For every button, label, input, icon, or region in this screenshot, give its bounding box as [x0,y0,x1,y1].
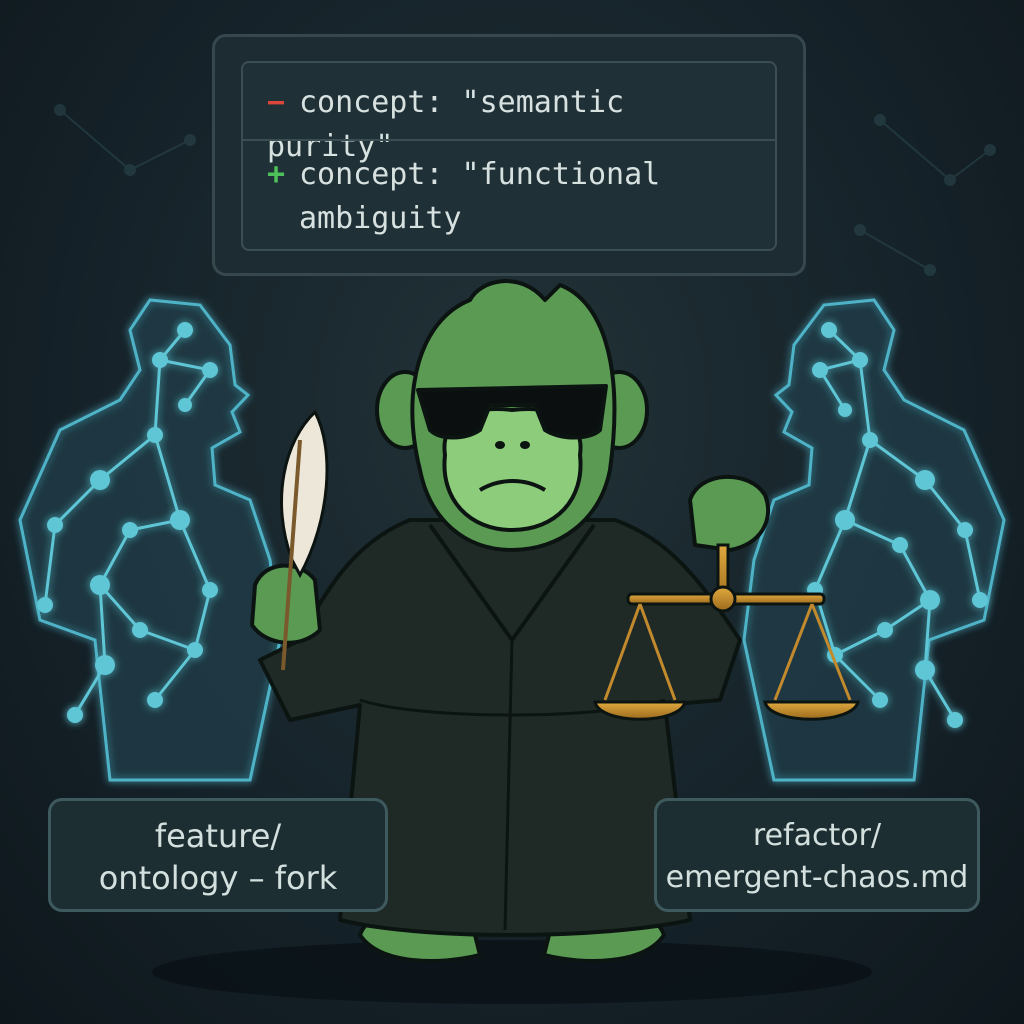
diff-removed-text: concept: "semantic purity" [267,85,643,164]
branch-right-line2: emergent-chaos.md [665,860,969,895]
left-network-figure-icon [18,298,282,782]
floor-shadow [152,940,872,1004]
diff-plus-sign: + [267,157,286,192]
diff-separator [243,139,775,141]
diff-line-added: + concept: "functional ambiguity [243,153,775,241]
branch-label-left: feature/ ontology – fork [48,798,388,912]
branch-left-line2: ontology – fork [98,859,338,897]
quill-icon [280,409,329,671]
background-network-icon [54,104,996,276]
diff-panel: −concept: "semantic purity" + concept: "f… [212,34,806,276]
branch-label-right: refactor/ emergent-chaos.md [654,798,980,912]
diff-inner-box: −concept: "semantic purity" + concept: "f… [241,61,777,251]
diff-added-text: concept: "functional ambiguity [299,157,679,236]
scales-of-justice-icon [593,543,860,721]
branch-right-line1: refactor/ [752,818,882,853]
diff-line-removed: −concept: "semantic purity" [243,81,775,164]
branch-left-line1: feature/ [154,817,282,855]
diff-minus-sign: − [267,85,286,120]
